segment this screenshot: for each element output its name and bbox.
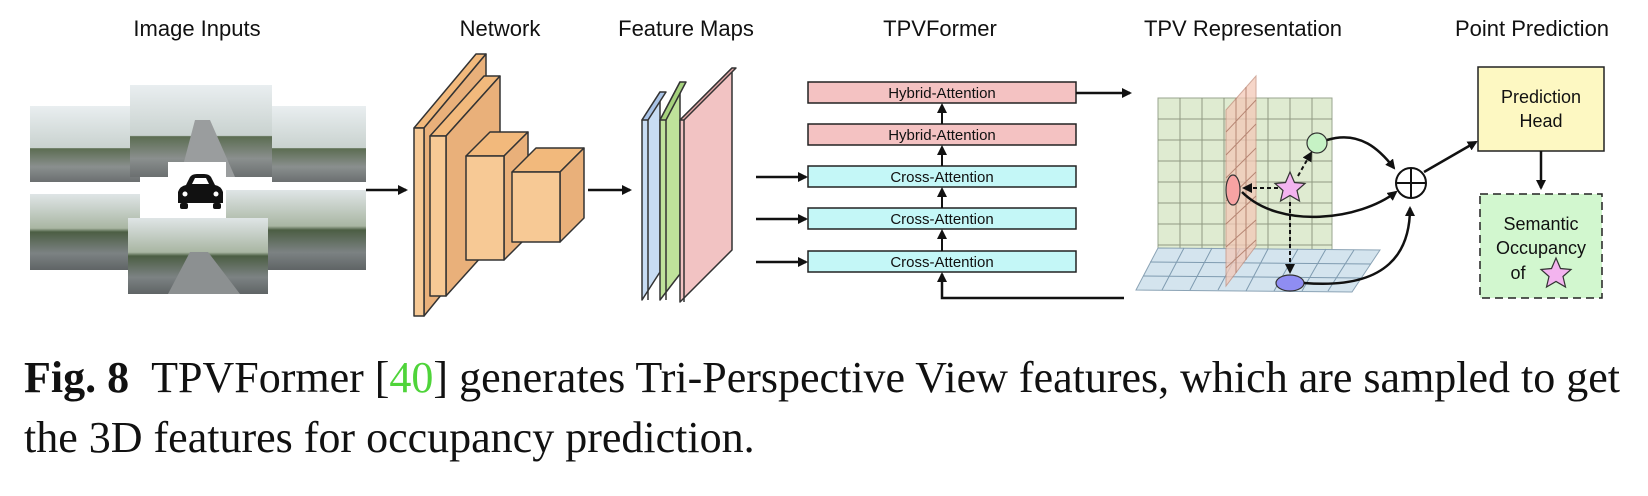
tpvformer-diagram: Image Inputs Network Feature Maps TPVFor… <box>30 16 1609 317</box>
layer-label-1: Hybrid-Attention <box>888 85 996 102</box>
sample-point-front <box>1306 132 1328 154</box>
figure-number: Fig. 8 <box>24 353 130 402</box>
tpv-side-plane <box>1225 74 1257 288</box>
star-icon <box>1539 256 1573 289</box>
layer-label-5: Cross-Attention <box>890 254 993 271</box>
label-network: Network <box>460 16 542 41</box>
semantic-occupancy-box <box>1479 193 1603 299</box>
citation-link[interactable]: 40 <box>389 353 434 402</box>
label-point-prediction: Point Prediction <box>1455 16 1609 41</box>
layer-label-3: Cross-Attention <box>890 169 993 186</box>
figure-caption: Fig. 8 TPVFormer [40] generates Tri-Persp… <box>24 348 1634 468</box>
network-blocks <box>413 53 585 317</box>
road-back <box>168 252 240 294</box>
arrow-sum-to-head <box>1423 140 1478 174</box>
feature-map-blue <box>641 91 661 301</box>
prediction-head-line2: Head <box>1519 111 1562 131</box>
feature-maps <box>641 67 737 303</box>
label-tpv-representation: TPV Representation <box>1144 16 1342 41</box>
layer-label-2: Hybrid-Attention <box>888 127 996 144</box>
car-icon <box>178 174 223 209</box>
semantic-occupancy-line3: of <box>1510 263 1526 283</box>
layer-label-4: Cross-Attention <box>890 211 993 228</box>
camera-image-front-right <box>272 106 366 182</box>
feature-map-pink <box>679 67 733 303</box>
prediction-head-box <box>1477 66 1605 152</box>
label-feature-maps: Feature Maps <box>618 16 754 41</box>
tpvformer-stack: Hybrid-Attention Hybrid-Attention Cross-… <box>756 81 1132 300</box>
label-image-inputs: Image Inputs <box>133 16 260 41</box>
tpv-ground-plane <box>1135 247 1381 293</box>
tpv-representation <box>1135 74 1415 293</box>
semantic-occupancy-line1: Semantic <box>1503 214 1578 234</box>
camera-image-back-left <box>30 194 140 270</box>
caption-text-post: ] generates Tri-Perspective View feature… <box>24 353 1621 462</box>
caption-text-pre: TPVFormer [ <box>151 353 390 402</box>
sample-point-top <box>1275 274 1305 292</box>
sum-icon <box>1395 167 1427 199</box>
sample-point-side <box>1225 174 1241 206</box>
arrow-tpv-feedback <box>937 272 1124 300</box>
prediction-head-line1: Prediction <box>1501 87 1581 107</box>
semantic-occupancy-line2: Occupancy <box>1496 238 1586 258</box>
star-icon <box>1273 170 1307 203</box>
camera-image-front-left <box>30 106 140 182</box>
label-tpvformer: TPVFormer <box>883 16 997 41</box>
camera-images <box>30 85 366 294</box>
